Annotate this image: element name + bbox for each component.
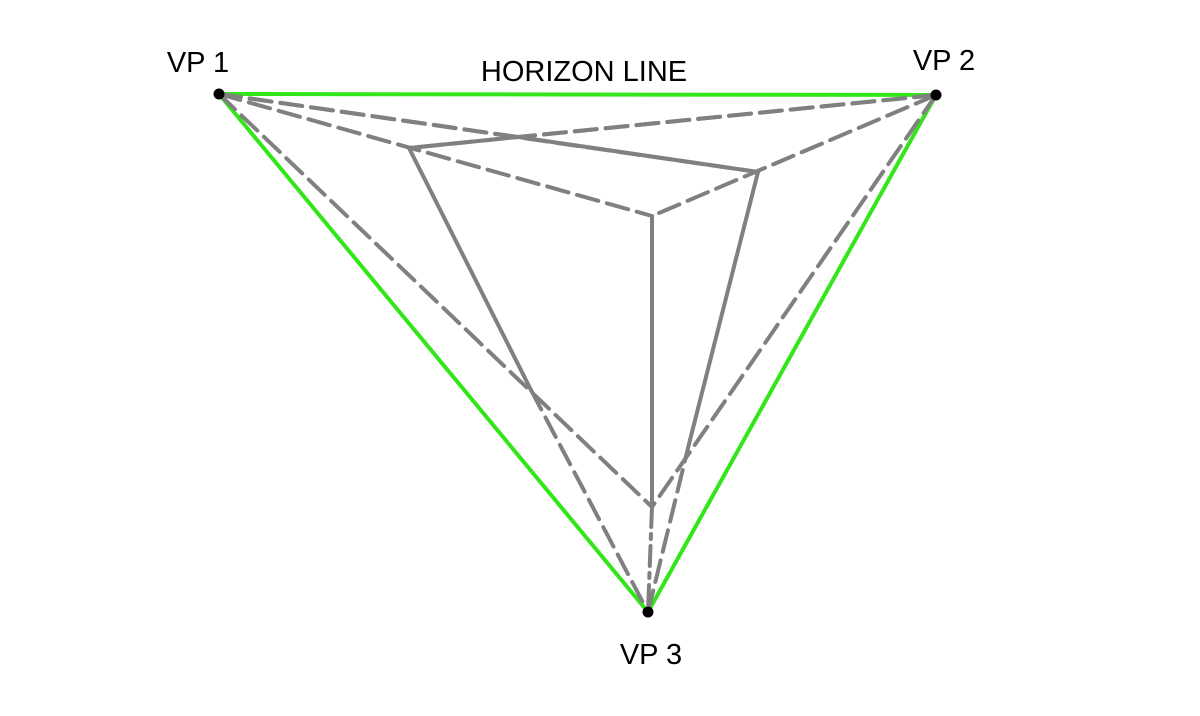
construction-line-vp2-front: [650, 93, 938, 218]
box-edge-top-left: [407, 135, 520, 150]
box-edge-right-vertical: [688, 170, 760, 442]
vanishing-triangle: [217, 92, 938, 614]
construction-line-vp3-right: [646, 438, 692, 614]
construction-line-vp3-front: [646, 505, 654, 614]
construction-line-vp2-top-back: [516, 93, 938, 139]
vp1-to-vp3-guide: [217, 92, 650, 614]
vp2-label: VP 2: [913, 45, 975, 77]
vp3-point: [642, 606, 654, 618]
vp1-point: [213, 88, 225, 100]
construction-line-vp3-left: [529, 388, 650, 614]
box-edge-top-right: [516, 135, 760, 174]
box-edges: [407, 135, 760, 509]
construction-line-vp2-bottom: [650, 93, 938, 509]
vanishing-points: [213, 88, 942, 618]
horizon-line: [218, 92, 937, 97]
vp2-to-vp3-guide: [646, 94, 938, 613]
vp2-point: [930, 89, 942, 101]
construction-line-vp1-bottom: [217, 92, 654, 509]
construction-line-vp1-front: [217, 92, 654, 218]
vp1-label: VP 1: [167, 47, 229, 79]
vp3-label: VP 3: [620, 639, 682, 671]
construction-lines: [217, 92, 938, 614]
horizon-line-label: HORIZON LINE: [481, 56, 687, 88]
box-edge-left-vertical: [407, 146, 533, 392]
